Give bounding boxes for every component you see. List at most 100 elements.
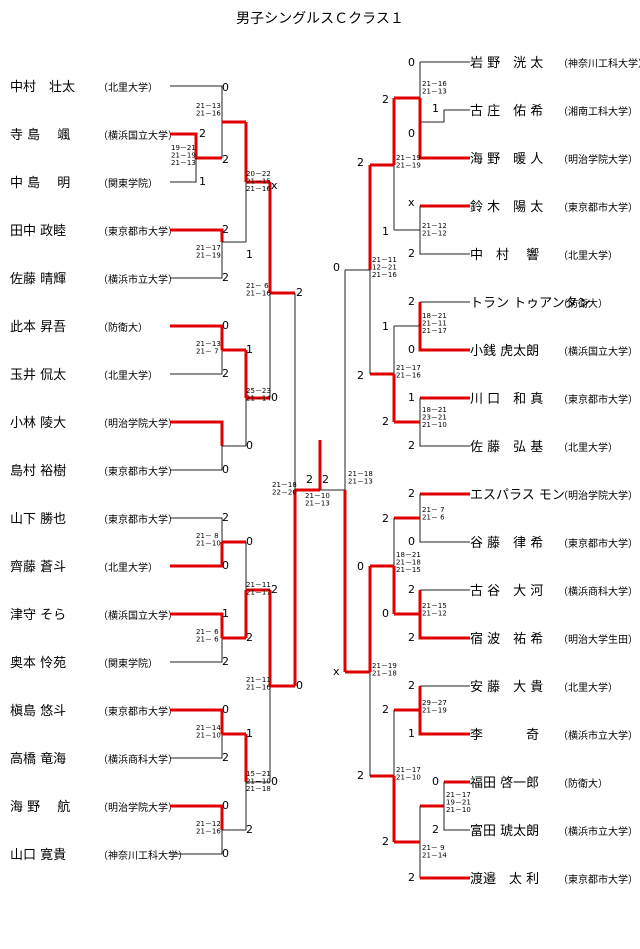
player-affiliation-right: （東京都市大学） bbox=[558, 537, 638, 550]
player-name-left: 齊藤 蒼斗 bbox=[10, 560, 66, 575]
player-name-left: 此本 昇吾 bbox=[10, 320, 66, 335]
match-result: 2 bbox=[408, 871, 415, 884]
match-result: 2 bbox=[222, 751, 229, 764]
match-result: 2 bbox=[357, 156, 364, 169]
player-affiliation-right: （横浜市立大学） bbox=[558, 729, 638, 742]
player-name-right: 安 藤 大 貴 bbox=[470, 680, 543, 695]
match-result: 1 bbox=[408, 391, 415, 404]
bracket-line bbox=[170, 517, 223, 542]
bracket-line bbox=[170, 638, 223, 663]
player-name-left: 山下 勝也 bbox=[10, 512, 66, 527]
player-affiliation-left: （東京都市大学） bbox=[98, 465, 178, 478]
bracket-line bbox=[419, 494, 470, 543]
bracket-title: 男子シングルスＣクラス１ bbox=[236, 11, 404, 27]
match-result: 0 bbox=[222, 799, 229, 812]
bracket-line bbox=[170, 132, 222, 160]
match-result: 1 bbox=[382, 320, 389, 333]
match-result: 2 bbox=[382, 512, 389, 525]
match-result: 2 bbox=[408, 247, 415, 260]
match-result: 0 bbox=[296, 679, 303, 692]
bracket-line bbox=[170, 350, 223, 375]
player-affiliation-left: （北里大学） bbox=[98, 561, 158, 574]
player-affiliation-left: （横浜市立大学） bbox=[98, 273, 178, 286]
match-result: 0 bbox=[333, 261, 340, 274]
bracket-line bbox=[418, 122, 470, 160]
match-result: 0 bbox=[222, 847, 229, 860]
player-name-left: 高橋 竜海 bbox=[10, 751, 66, 767]
bracket-line bbox=[420, 109, 470, 123]
player-affiliation-left: （関東学院） bbox=[98, 657, 158, 670]
match-result: 0 bbox=[222, 559, 229, 572]
player-name-right: 富田 琥太朗 bbox=[470, 823, 539, 839]
match-result: 2 bbox=[432, 823, 439, 836]
match-result: 2 bbox=[246, 823, 253, 836]
player-name-left: 中村 壮太 bbox=[10, 80, 75, 95]
match-result: 2 bbox=[296, 286, 303, 299]
match-result: 0 bbox=[432, 775, 439, 788]
player-name-right: 福田 啓一郎 bbox=[470, 776, 539, 791]
bracket-line bbox=[418, 302, 470, 352]
player-name-left: 海 野 航 bbox=[10, 799, 70, 815]
bracket-line bbox=[418, 686, 470, 736]
match-result: 0 bbox=[222, 81, 229, 94]
match-result: 1 bbox=[382, 225, 389, 238]
match-result: 1 bbox=[432, 102, 439, 115]
bracket-line bbox=[419, 206, 470, 255]
player-name-left: 槇島 悠斗 bbox=[10, 704, 66, 719]
player-affiliation-right: （明治学院大学） bbox=[558, 153, 638, 166]
player-name-left: 津守 そら bbox=[10, 608, 66, 623]
player-affiliation-left: （神奈川工科大学） bbox=[98, 849, 188, 862]
player-affiliation-right: （横浜市立大学） bbox=[558, 825, 638, 838]
player-name-right: 佐 藤 弘 基 bbox=[470, 440, 543, 455]
match-result: 0 bbox=[246, 439, 253, 452]
match-result: 0 bbox=[408, 535, 415, 548]
bracket-line bbox=[170, 242, 223, 279]
match-result: 0 bbox=[271, 391, 278, 404]
match-result: 2 bbox=[408, 439, 415, 452]
match-result: 0 bbox=[357, 560, 364, 573]
player-name-left: 山口 寛貴 bbox=[10, 847, 66, 863]
match-result: 2 bbox=[271, 583, 278, 596]
player-name-right: 宿 波 祐 希 bbox=[470, 631, 543, 647]
player-name-right: 川 口 和 真 bbox=[470, 392, 543, 407]
bracket-line bbox=[170, 542, 224, 568]
player-affiliation-left: （明治学院大学） bbox=[98, 801, 178, 814]
bracket-line bbox=[170, 158, 197, 183]
match-result: 2 bbox=[382, 415, 389, 428]
player-affiliation-right: （北里大学） bbox=[558, 441, 618, 454]
player-affiliation-right: （防衛大） bbox=[558, 777, 608, 790]
player-affiliation-left: （東京都市大学） bbox=[98, 225, 178, 238]
match-result: 2 bbox=[382, 703, 389, 716]
match-result: 0 bbox=[246, 535, 253, 548]
player-name-right: 渡邉 太 利 bbox=[470, 871, 539, 887]
player-affiliation-right: （明治学院大学） bbox=[558, 489, 638, 502]
match-result: 2 bbox=[222, 223, 229, 236]
player-affiliation-left: （東京都市大学） bbox=[98, 705, 178, 718]
bracket-line bbox=[170, 830, 223, 855]
player-name-right: 谷 藤 律 希 bbox=[470, 536, 543, 551]
bracket-line bbox=[419, 398, 470, 447]
match-result: x bbox=[271, 179, 278, 192]
bracket-line bbox=[170, 85, 223, 110]
match-result: 2 bbox=[357, 769, 364, 782]
player-affiliation-left: （東京都市大学） bbox=[98, 513, 178, 526]
match-result: 2 bbox=[408, 487, 415, 500]
